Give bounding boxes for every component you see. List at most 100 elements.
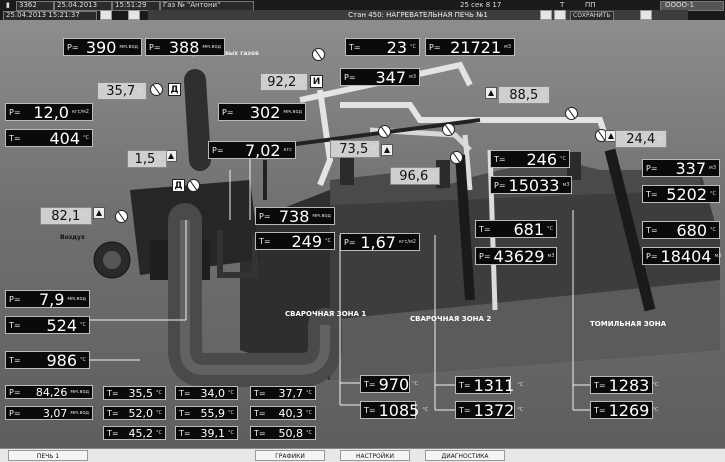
zone-label-weld-2: СВАРОЧНАЯ ЗОНА 2: [410, 315, 492, 323]
chimney-3: [567, 152, 581, 180]
arrow-up-button-4[interactable]: [93, 207, 105, 219]
zone-label-weld-1: СВАРОЧНАЯ ЗОНА 1: [285, 310, 367, 318]
readout-p1-5: 1,5%: [127, 150, 167, 168]
status-message: 25 сек 8 17: [460, 1, 502, 9]
nav-graphs[interactable]: ГРАФИКИ: [255, 450, 325, 461]
chart-icon[interactable]: [540, 10, 552, 20]
small-readout-t40-3: T=40,3°C: [250, 406, 316, 420]
leader-lines: [40, 150, 590, 411]
loop-pipe: [217, 230, 258, 278]
nav-furnace-1[interactable]: ПЕЧЬ 1: [8, 450, 88, 461]
arrow-up-button-5[interactable]: [165, 150, 177, 162]
small-readout-t35-5: T=35,5°C: [103, 386, 166, 400]
window-icon[interactable]: [640, 10, 652, 20]
readout-t681: T=681°C: [475, 220, 557, 239]
readout-p73-5: 73,5%: [330, 140, 380, 158]
settings-icon[interactable]: [554, 10, 566, 20]
shift-id: 3362: [16, 1, 54, 11]
status-flag-2: ПП: [585, 1, 596, 9]
arrow-up-button-1[interactable]: [485, 87, 497, 99]
readout-p24-4: 24,4%: [615, 130, 667, 148]
date-display: 25.04.2013: [54, 1, 112, 11]
gas-pipe-top: [299, 61, 473, 103]
fan-hub: [103, 251, 121, 269]
camera-icon[interactable]: [100, 10, 112, 20]
bottom-navigation: ПЕЧЬ 1 ГРАФИКИ НАСТРОЙКИ ДИАГНОСТИКА: [0, 448, 725, 462]
mode-a-button-1[interactable]: Д: [168, 83, 181, 96]
gas-pipe-mid: [317, 89, 334, 187]
valve-air[interactable]: [115, 210, 128, 223]
valve-gas-5[interactable]: [565, 107, 578, 120]
small-readout-t34-0: T=34,0°C: [175, 386, 238, 400]
readout-t249: T=249°C: [255, 232, 335, 251]
readout-t1283: T=1283°C: [590, 376, 658, 395]
burner-pipe-mid: [455, 154, 475, 301]
readout-p92-2: 92,2%: [260, 73, 308, 91]
readout-t970: T=970°C: [360, 375, 418, 394]
valve-gas-2[interactable]: [378, 125, 391, 138]
small-readout-t45-2: T=45,2°C: [103, 426, 166, 440]
small-readout-t55-9: T=55,9°C: [175, 406, 238, 420]
valve-flue[interactable]: [150, 83, 163, 96]
valve-gas-4[interactable]: [450, 151, 463, 164]
readout-t1372: T=1372°C: [455, 401, 523, 420]
valve-gas-3[interactable]: [442, 123, 455, 136]
readout-p35-7: 35,7%: [97, 82, 147, 100]
readout-t986: T=986°C: [5, 351, 90, 370]
arrow-up-button-2[interactable]: [381, 144, 393, 156]
small-readout-t37-7: T=37,7°C: [250, 386, 316, 400]
nav-diagnostics[interactable]: ДИАГНОСТИКА: [425, 450, 505, 461]
chimney-duct: [184, 69, 211, 171]
gas-pipe-right: [340, 102, 608, 136]
mode-a-button-2[interactable]: Д: [172, 179, 185, 192]
readout-p88-5: 88,5%: [498, 86, 550, 104]
readout-t1085: T=1085°C: [360, 401, 428, 420]
status-flag: Т: [560, 1, 565, 9]
top-status-bar: ▮ 3362 25.04.2013 15:51:29 Газ № "Антони…: [0, 0, 725, 21]
readout-t680: T=680°C: [642, 221, 720, 240]
furnace-scene: СВАРОЧНАЯ ЗОНА 1 СВАРОЧНАЯ ЗОНА 2 ТОМИЛЬ…: [0, 20, 725, 448]
readout-t1269: T=1269°C: [590, 401, 658, 420]
nav-settings[interactable]: НАСТРОЙКИ: [340, 450, 410, 461]
small-readout-t52-0: T=52,0°C: [103, 406, 166, 420]
zone-label-soak: ТОМИЛЬНАЯ ЗОНА: [590, 320, 667, 328]
furnace-floor: [330, 280, 720, 380]
readout-p96-6: 96,6%: [390, 167, 440, 185]
readout-p82-1: 82,1%: [40, 207, 92, 225]
readout-t1311: T=1311°C: [455, 376, 523, 395]
chimney-1: [340, 155, 354, 185]
print-icon[interactable]: [128, 10, 140, 20]
gas-riser-1: [462, 134, 473, 191]
valve-gas-1[interactable]: [312, 48, 325, 61]
readout-t404: T=404°C: [5, 129, 93, 148]
furnace-drawing: [40, 61, 720, 411]
readout-t246: T=246°C: [490, 150, 570, 169]
valve-burner[interactable]: [187, 179, 200, 192]
mode-i-button[interactable]: И: [310, 75, 323, 88]
small-readout-t39-1: T=39,1°C: [175, 426, 238, 440]
air-inlet-label: Воздух: [60, 234, 85, 241]
readout-t23: T=23°C: [345, 38, 420, 57]
user-button[interactable]: ОООО-1: [660, 1, 724, 11]
burner-pipe-right: [604, 148, 656, 312]
tray-icon: ▮: [6, 1, 10, 9]
readout-t524: T=524°C: [5, 316, 90, 335]
small-readout-t50-8: T=50,8°C: [250, 426, 316, 440]
page-title: Стан 450: НАГРЕВАТЕЛЬНАЯ ПЕЧЬ №1: [148, 10, 688, 20]
readout-t5202: T=5202°C: [642, 185, 720, 204]
